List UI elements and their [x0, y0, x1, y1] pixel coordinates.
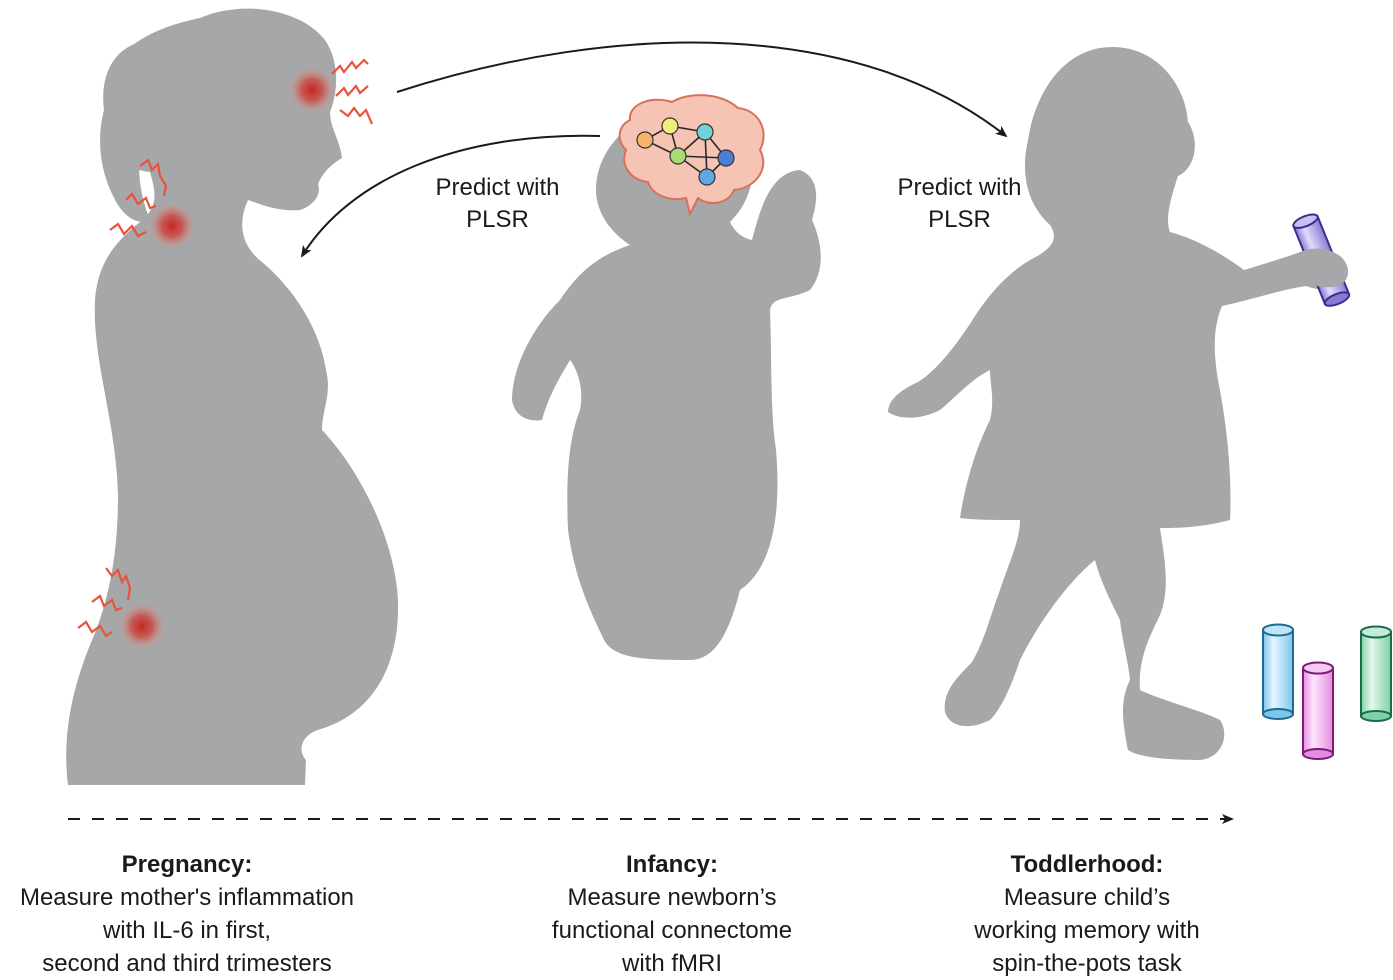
- mother-silhouette: [66, 8, 399, 785]
- brain-node: [717, 149, 735, 167]
- zigzag-icon: [339, 106, 374, 125]
- zigzag-icon: [77, 620, 113, 638]
- stage-heading: Toddlerhood:: [1010, 851, 1164, 878]
- zigzag-icon: [105, 567, 132, 601]
- brain-node: [669, 147, 687, 165]
- stage-caption-toddlerhood: Toddlerhood: Measure child’s working mem…: [942, 848, 1232, 980]
- pot-icon: [1360, 625, 1392, 722]
- plsr-label-right: Predict with PLSR: [872, 172, 1047, 236]
- zigzag-marks: [77, 58, 374, 638]
- pot-icon: [1302, 661, 1334, 760]
- stage-line: Measure child’s: [1003, 884, 1171, 911]
- zigzag-icon: [331, 58, 369, 75]
- stage-line: working memory with: [974, 917, 1200, 944]
- plsr-label-left: Predict with PLSR: [410, 172, 585, 236]
- stage-line: with fMRI: [621, 950, 722, 977]
- zigzag-icon: [139, 158, 168, 197]
- zigzag-icon: [91, 594, 123, 612]
- stage-caption-infancy: Infancy: Measure newborn’s functional co…: [522, 848, 822, 980]
- plsr-label-line: PLSR: [466, 206, 529, 233]
- inflammation-spot-head: [288, 66, 336, 114]
- zigzag-icon: [125, 192, 157, 210]
- plsr-label-line: Predict with: [435, 174, 560, 201]
- zigzag-icon: [109, 222, 147, 238]
- stage-line: with IL-6 in first,: [102, 917, 272, 944]
- prediction-arrow-to-mother: [300, 134, 601, 258]
- stage-line: spin-the-pots task: [992, 950, 1182, 977]
- brain-node: [698, 168, 716, 186]
- prediction-arrow-to-toddler: [396, 41, 1008, 138]
- stage-caption-pregnancy: Pregnancy: Measure mother's inflammation…: [0, 848, 374, 980]
- stage-line: functional connectome: [551, 917, 793, 944]
- stage-line: second and third trimesters: [42, 950, 332, 977]
- brain-node: [661, 117, 679, 135]
- inflammation-markers: [118, 66, 336, 650]
- plsr-label-line: PLSR: [928, 206, 991, 233]
- inflammation-spot-neck: [148, 202, 196, 250]
- plsr-label-line: Predict with: [897, 174, 1022, 201]
- stage-heading: Pregnancy:: [121, 851, 253, 878]
- inflammation-spot-belly: [118, 602, 166, 650]
- stage-line: Measure mother's inflammation: [19, 884, 355, 911]
- stage-heading: Infancy:: [625, 851, 718, 878]
- pot-icon: [1262, 623, 1294, 720]
- brain-node: [636, 131, 654, 149]
- infant-silhouette: [512, 109, 821, 660]
- toddler-silhouette: [888, 46, 1348, 761]
- brain-network-icon: [618, 94, 765, 217]
- zigzag-icon: [335, 84, 369, 97]
- brain-node: [696, 123, 714, 141]
- stage-line: Measure newborn’s: [567, 884, 777, 911]
- toddler-hand: [1296, 248, 1349, 288]
